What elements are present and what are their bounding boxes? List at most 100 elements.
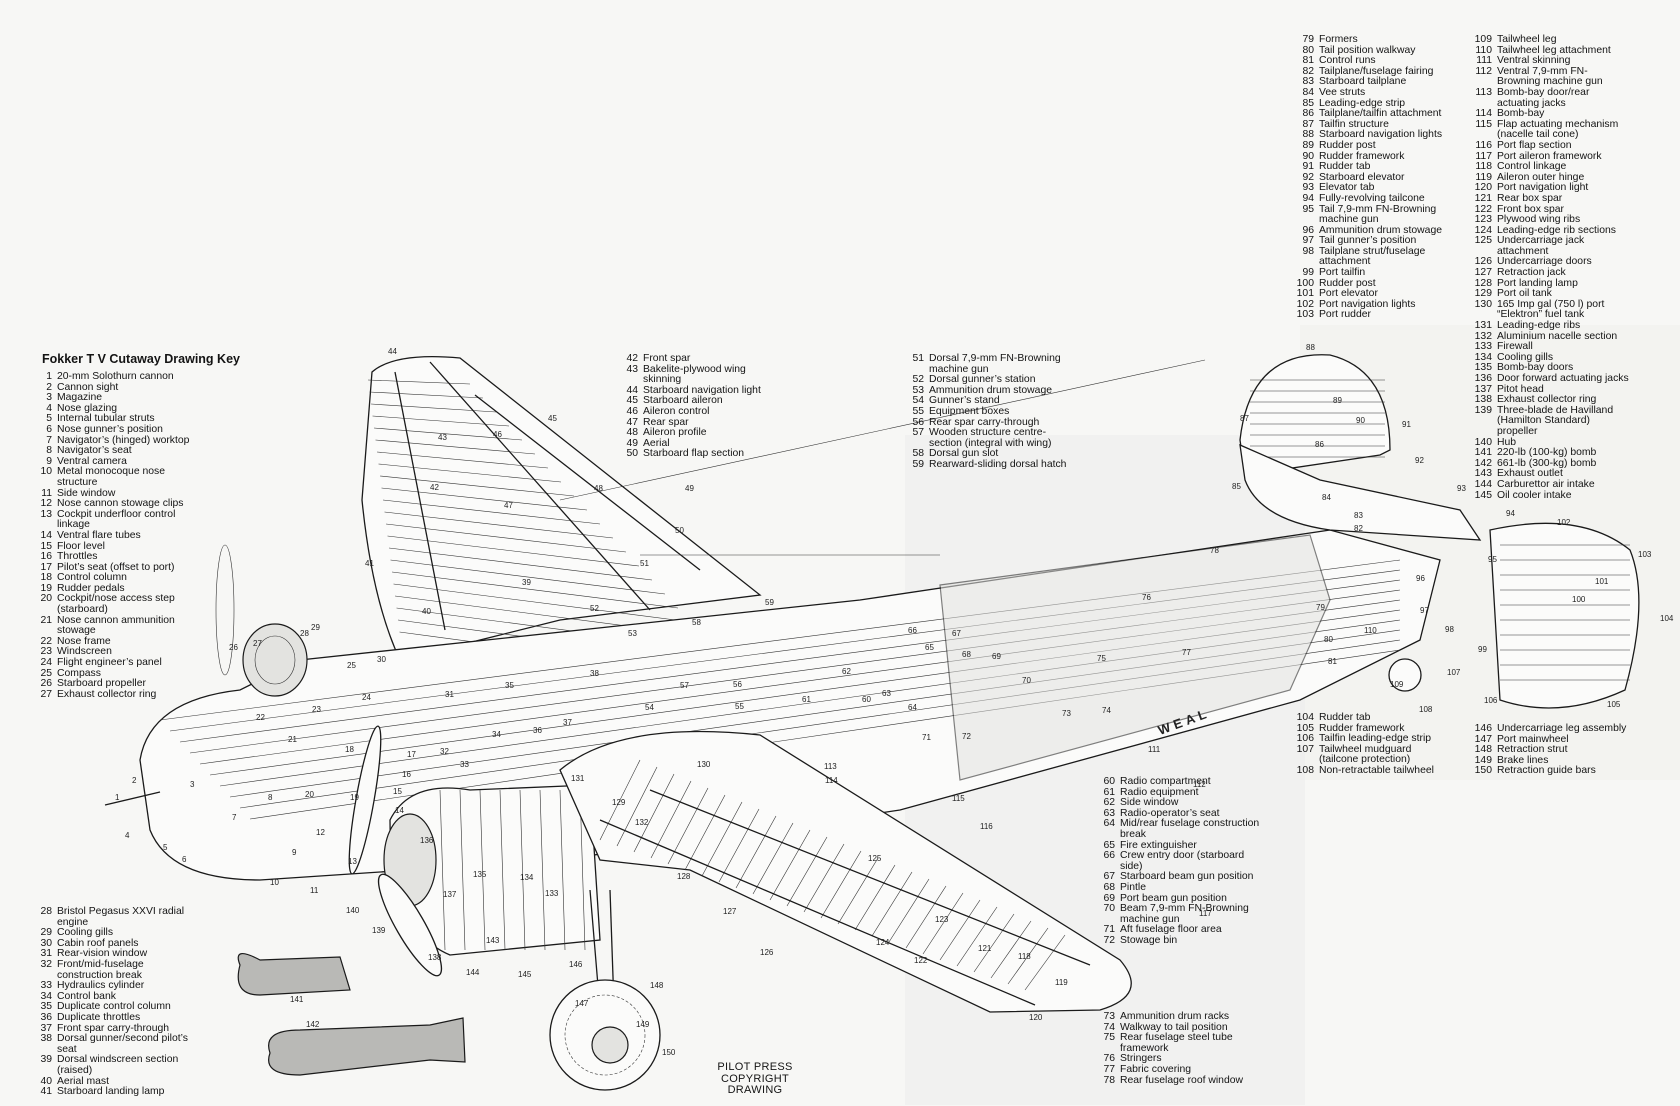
callout-130: 130 <box>697 760 711 769</box>
key-item-number: 51 <box>912 353 924 364</box>
key-item-label: Stringers <box>1120 1053 1162 1065</box>
key-item-label: Crew entry door (starboard side) <box>1120 850 1245 872</box>
callout-13: 13 <box>348 857 357 866</box>
key-item-number: 139 <box>1474 404 1492 416</box>
callout-95: 95 <box>1488 555 1497 564</box>
key-item-number: 129 <box>1474 288 1492 300</box>
key-item-number: 3 <box>46 392 52 404</box>
key-item-label: Cockpit underfloor control linkage <box>57 508 176 531</box>
callout-132: 132 <box>635 818 649 827</box>
callout-82: 82 <box>1354 524 1363 533</box>
callout-41: 41 <box>365 559 374 568</box>
key-item-number: 133 <box>1474 341 1492 353</box>
key-item-number: 4 <box>46 402 52 414</box>
callout-91: 91 <box>1402 420 1411 429</box>
key-item-label: Gunner’s stand <box>929 395 1000 407</box>
key-item-label: Rudder framework <box>1319 722 1405 734</box>
callout-36: 36 <box>533 726 542 735</box>
port-engine-nacelle <box>348 725 601 977</box>
key-item-label: Dorsal gun slot <box>929 448 999 460</box>
key-item-label: Walkway to tail position <box>1120 1021 1228 1033</box>
key-item-number: 77 <box>1103 1063 1115 1075</box>
callout-25: 25 <box>347 661 356 670</box>
key-item-number: 64 <box>1103 818 1115 830</box>
callout-59: 59 <box>765 598 774 607</box>
key-item-label: Aileron profile <box>643 427 707 439</box>
key-item-number: 61 <box>1103 786 1115 798</box>
key-item-label: Bomb-bay door/rear actuating jacks <box>1497 86 1590 109</box>
key-item-label: Dorsal gunner/second pilot’s seat <box>57 1033 188 1055</box>
key-item-number: 110 <box>1475 44 1492 56</box>
key-item-number: 147 <box>1474 733 1492 745</box>
callout-80: 80 <box>1324 635 1333 644</box>
callout-148: 148 <box>650 981 664 990</box>
callout-2: 2 <box>132 776 137 785</box>
callout-142: 142 <box>306 1020 320 1029</box>
key-item-number: 141 <box>1474 447 1492 459</box>
key-item-label: Navigator’s seat <box>57 445 132 457</box>
key-item-number: 22 <box>40 635 52 647</box>
key-item-number: 53 <box>912 384 924 396</box>
key-item-number: 47 <box>626 416 638 428</box>
key-item-label: Aileron control <box>643 405 710 417</box>
key-item-number: 21 <box>40 614 52 626</box>
callout-146: 146 <box>569 960 583 969</box>
key-item-label: Starboard navigation light <box>643 384 761 396</box>
key-item-number: 56 <box>912 416 924 428</box>
key-item-label: Tailplane/tailfin attachment <box>1319 108 1442 120</box>
key-item-label: Retraction strut <box>1497 744 1568 756</box>
key-item-number: 74 <box>1103 1021 1115 1033</box>
key-item-number: 50 <box>626 448 638 460</box>
callout-28: 28 <box>300 629 309 638</box>
key-item-number: 144 <box>1474 478 1492 490</box>
key-item-label: Ventral 7,9-mm FN- Browning machine gun <box>1497 65 1603 88</box>
callout-58: 58 <box>692 618 701 627</box>
callout-143: 143 <box>486 936 500 945</box>
key-item-label: Front spar carry-through <box>57 1022 170 1034</box>
callout-51: 51 <box>640 559 649 568</box>
callout-16: 16 <box>402 770 411 779</box>
callout-83: 83 <box>1354 511 1363 520</box>
key-item-label: Nose frame <box>57 635 111 647</box>
callout-115: 115 <box>952 794 965 803</box>
key-item-number: 2 <box>46 381 52 393</box>
key-item-label: Control runs <box>1319 55 1376 67</box>
key-item-label: Starboard navigation lights <box>1319 129 1443 141</box>
key-item-label: Cockpit/nose access step (starboard) <box>57 593 175 616</box>
key-item-number: 122 <box>1474 203 1492 215</box>
key-item-number: 73 <box>1103 1011 1115 1022</box>
key-item-label: Hydraulics cylinder <box>57 980 145 992</box>
key-item-number: 90 <box>1302 150 1314 162</box>
key-item-label: Aerial <box>643 437 670 449</box>
key-item-label: Undercarriage doors <box>1497 256 1592 268</box>
key-item-number: 44 <box>626 384 638 396</box>
key-item-label: Cooling gills <box>57 927 114 939</box>
callout-31: 31 <box>445 690 454 699</box>
key-item-number: 91 <box>1302 161 1314 173</box>
key-item-number: 150 <box>1474 765 1492 777</box>
key-item-label: Rear spar carry-through <box>929 416 1040 428</box>
callout-73: 73 <box>1062 709 1071 718</box>
callout-99: 99 <box>1478 645 1487 654</box>
